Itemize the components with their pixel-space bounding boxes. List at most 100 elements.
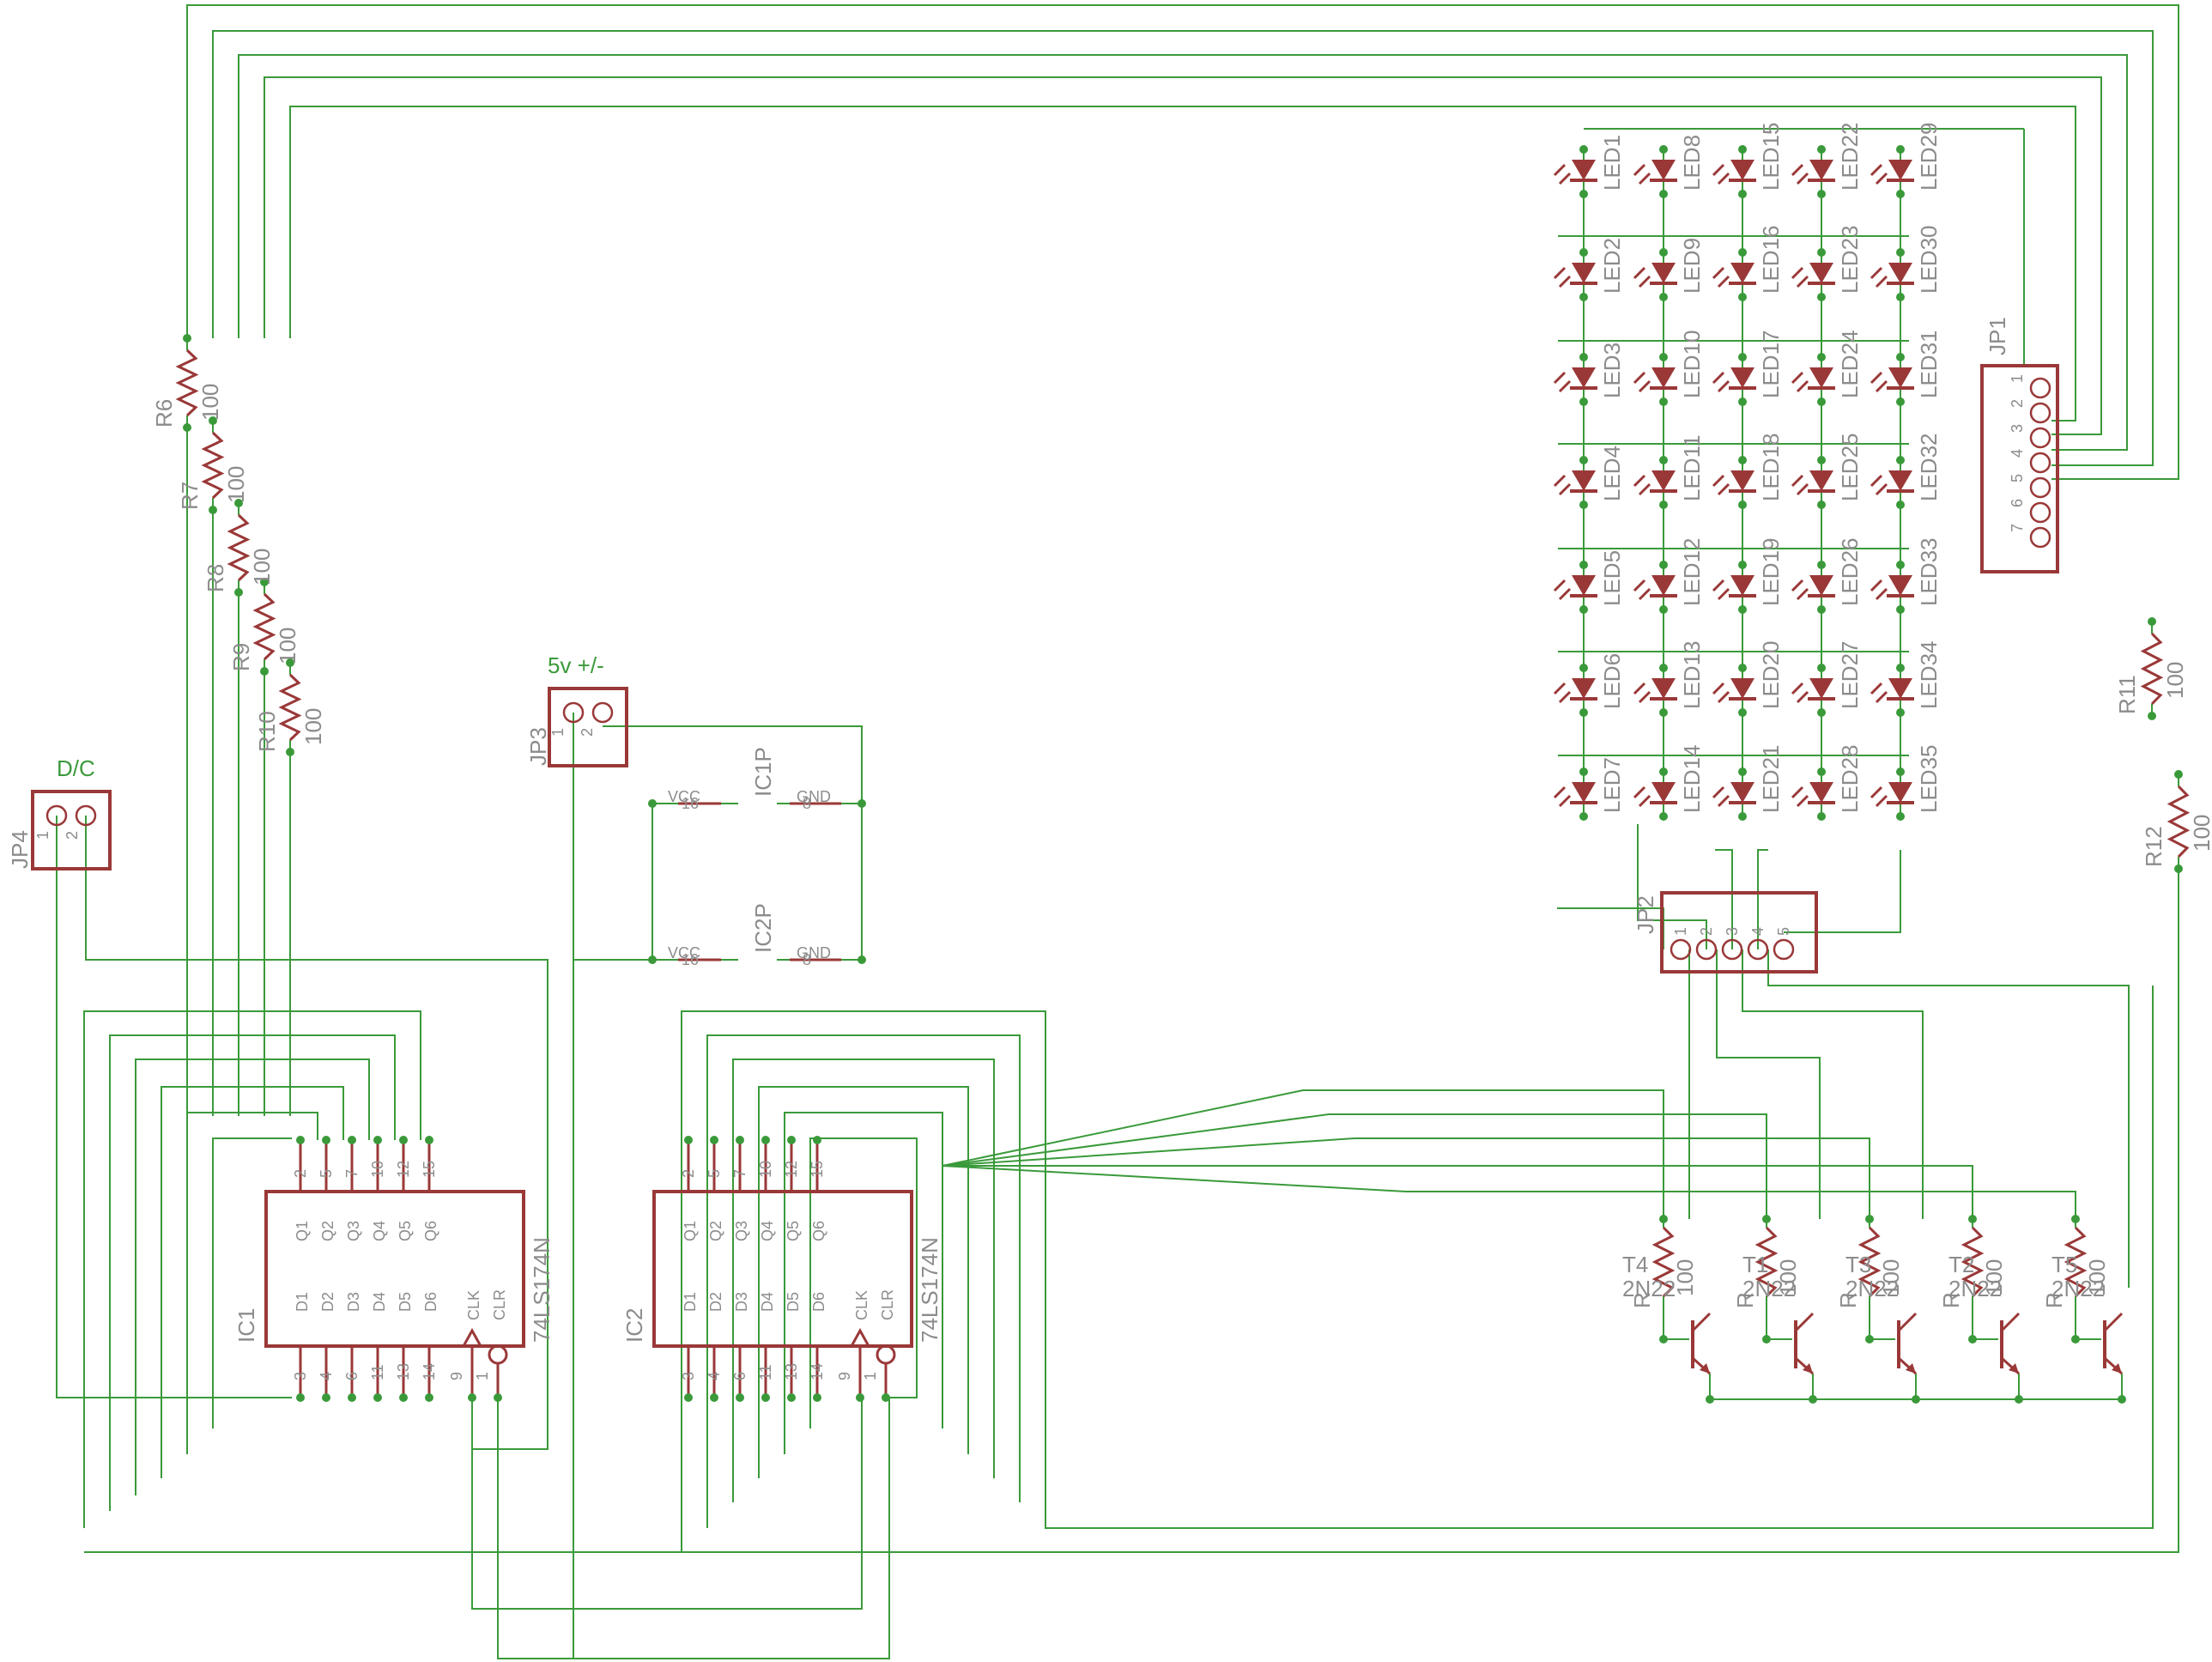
- jp4-wire: [85, 816, 548, 1450]
- ic-d-label: D3: [733, 1292, 750, 1312]
- junction-dot: [468, 1393, 476, 1402]
- jp4-pad: [75, 804, 97, 827]
- led-label: LED23: [1837, 226, 1863, 294]
- led-arrow: [1553, 266, 1567, 280]
- ic-d-label: D5: [397, 1292, 414, 1312]
- junction-dot: [1738, 561, 1747, 569]
- jp3-body: [548, 687, 628, 767]
- led-triangle: [1572, 678, 1596, 699]
- junction-dot: [1896, 812, 1905, 821]
- ic-top-pin-number: 10: [369, 1161, 386, 1178]
- led-arrow: [1791, 682, 1804, 695]
- junction-dot: [1659, 145, 1668, 154]
- led-led14: [1633, 782, 1677, 808]
- led-arrow: [1712, 266, 1725, 280]
- led-arrow: [1791, 579, 1804, 592]
- ic-d-label: D5: [785, 1292, 802, 1312]
- led-label: LED24: [1837, 331, 1863, 399]
- led-label: LED5: [1599, 550, 1625, 606]
- jp4-body: [31, 790, 112, 870]
- led-arrow: [1791, 474, 1804, 488]
- led-label: LED32: [1916, 434, 1942, 502]
- junction-dot: [1579, 561, 1588, 569]
- junction-dot: [286, 658, 294, 667]
- resistor-name: R6: [151, 399, 177, 428]
- ic-top-pin-number: 2: [292, 1169, 309, 1178]
- transistor-drive-wire: [942, 1165, 2076, 1219]
- base-resistor: [1857, 1226, 1882, 1298]
- jp2-wire: [1757, 849, 1768, 949]
- base-resistor: [1960, 1226, 1985, 1298]
- led-triangle: [1572, 782, 1596, 803]
- ic-clr-pin-number: 1: [862, 1372, 879, 1380]
- resistor-r10: [278, 673, 302, 742]
- led-label: LED15: [1758, 123, 1784, 191]
- resistor-name: R7: [177, 482, 203, 510]
- ic-bottom-pin-number: 14: [809, 1363, 826, 1380]
- jp1-pad: [2029, 427, 2051, 449]
- junction-dot: [736, 1393, 744, 1402]
- jp1-pad: [2029, 476, 2051, 499]
- ic-clr-label: CLR: [879, 1289, 896, 1320]
- junction-dot: [1817, 605, 1826, 614]
- junction-dot: [858, 955, 866, 964]
- ic-q-label: Q4: [759, 1221, 776, 1241]
- junction-dot: [1659, 353, 1668, 361]
- jp2-pad: [1670, 938, 1692, 961]
- led-arrow: [1717, 587, 1730, 601]
- junction-dot: [648, 799, 657, 808]
- led-led2: [1553, 263, 1597, 288]
- ic-body-ic2: [652, 1190, 913, 1348]
- led-arrow: [1717, 275, 1730, 288]
- led-arrow: [1638, 482, 1651, 496]
- base-resistor-lead: [1972, 1296, 1998, 1340]
- ic2-loop-wire: [732, 1058, 995, 1502]
- led-arrow: [1870, 474, 1883, 488]
- jp4-wire: [56, 816, 292, 1398]
- ic-clr-pin-number: 1: [474, 1372, 491, 1380]
- junction-dot: [684, 1136, 693, 1144]
- led-led10: [1633, 367, 1677, 393]
- jp1-loop-wire: [212, 30, 2154, 466]
- led-led32: [1870, 470, 1914, 496]
- led-triangle: [1651, 160, 1676, 180]
- led-arrow: [1875, 275, 1888, 288]
- ic1-loop-wire: [186, 1112, 318, 1454]
- led-arrow: [1553, 786, 1567, 799]
- transistor-arrow: [1906, 1363, 1916, 1374]
- led-arrow: [1558, 275, 1572, 288]
- junction-dot: [1659, 190, 1668, 198]
- ic-top-pin-number: 2: [680, 1169, 697, 1178]
- junction-dot: [1738, 664, 1747, 672]
- jp2-transistor-wire: [1742, 949, 1924, 1219]
- power-gnd-pin: 8: [803, 951, 811, 968]
- junction-dot: [1968, 1335, 1977, 1344]
- junction-dot: [234, 588, 243, 597]
- junction-dot: [1738, 708, 1747, 717]
- led-arrow: [1796, 482, 1809, 496]
- led-triangle: [1572, 367, 1596, 388]
- jp2-pad: [1695, 938, 1718, 961]
- ic-q-label: Q6: [810, 1221, 827, 1241]
- led-label: LED22: [1837, 123, 1863, 191]
- led-arrow: [1796, 794, 1809, 808]
- ic-top-pin-number: 10: [757, 1161, 774, 1178]
- jp1-pin-label: 4: [2009, 449, 2026, 458]
- resistor-r6: [175, 349, 199, 417]
- jp3-value: 5v +/-: [548, 652, 604, 678]
- junction-dot: [1896, 767, 1905, 776]
- junction-dot: [2071, 1215, 2080, 1223]
- led-label: LED25: [1837, 434, 1863, 502]
- junction-dot: [1579, 605, 1588, 614]
- base-resistor-value: 100: [1672, 1259, 1698, 1296]
- junction-dot: [2148, 712, 2156, 720]
- junction-dot: [2015, 1395, 2023, 1404]
- led-label: LED33: [1916, 538, 1942, 607]
- jp2-pad: [1747, 938, 1769, 961]
- junction-dot: [1738, 293, 1747, 301]
- junction-dot: [1738, 605, 1747, 614]
- led-led25: [1791, 470, 1835, 496]
- jp2-pin-label: 3: [1724, 927, 1741, 936]
- led-led15: [1712, 160, 1756, 185]
- ic-q-label: Q1: [682, 1221, 699, 1241]
